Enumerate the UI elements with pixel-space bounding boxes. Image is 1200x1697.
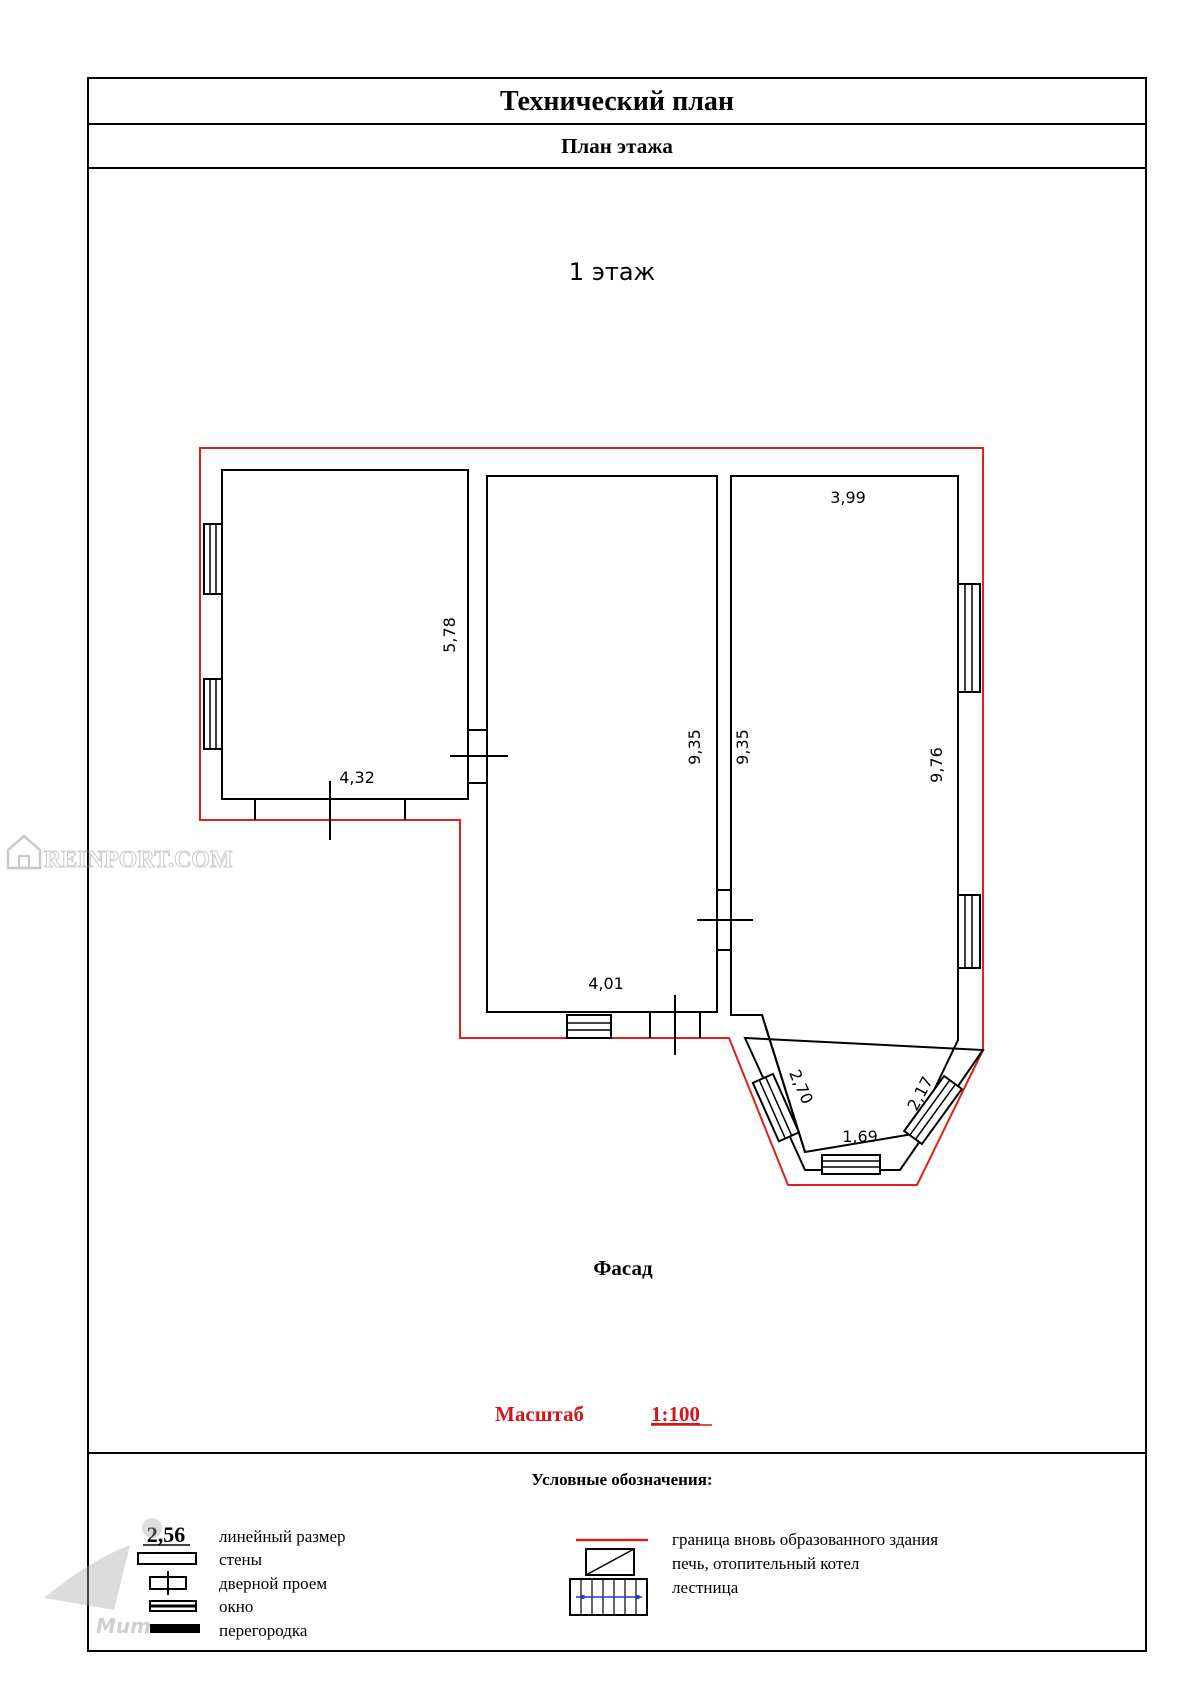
- legend-item-door: дверной проем: [219, 1574, 327, 1593]
- facade-label: Фасад: [593, 1256, 653, 1280]
- door-room-2-bottom: [649, 995, 701, 1055]
- window-left-1: [203, 523, 223, 595]
- dim-room-1-height: 5,78: [440, 617, 459, 653]
- legend-sample-number: 2,56: [147, 1522, 186, 1547]
- room-1: [221, 469, 469, 800]
- legend-window-symbol: [149, 1600, 197, 1612]
- legend-door-symbol: [149, 1571, 187, 1595]
- brand-watermark-text: Mum: [96, 1614, 151, 1638]
- legend-item-window: окно: [219, 1597, 253, 1616]
- reinport-watermark: REINPORT.COM: [6, 834, 233, 874]
- room-2: [486, 475, 718, 1013]
- window-bay-right: [902, 1074, 964, 1146]
- legend-item-stove: печь, отопительный котел: [672, 1554, 860, 1573]
- window-bay-bottom: [821, 1154, 881, 1175]
- legend-item-stairs: лестница: [672, 1578, 739, 1597]
- legend-partition-symbol: [150, 1624, 200, 1633]
- door-room-1-bottom: [254, 781, 406, 840]
- scale-value: 1:100: [651, 1402, 700, 1426]
- reinport-watermark-text: REINPORT.COM: [44, 847, 233, 873]
- building-boundary: [199, 447, 984, 1186]
- brand-watermark: Mum: [44, 1518, 162, 1638]
- house-icon: [6, 834, 42, 870]
- legend-item-dimension: линейный размер: [219, 1527, 346, 1546]
- dim-room-2-height: 9,35: [685, 729, 704, 765]
- floor-label: 1 этаж: [569, 258, 655, 286]
- dim-room-3-height-right: 9,76: [927, 747, 946, 783]
- legend-stairs-symbol: [569, 1578, 648, 1616]
- window-room-2-bottom: [566, 1014, 612, 1039]
- legend-stove-symbol: [585, 1548, 635, 1576]
- legend-item-walls: стены: [219, 1550, 263, 1569]
- door-room-1-room-2: [450, 729, 508, 784]
- door-room-2-room-3: [697, 889, 753, 951]
- window-right-1: [957, 583, 981, 693]
- legend-item-partition: перегородка: [219, 1621, 308, 1640]
- scale-prefix: Масштаб: [495, 1402, 584, 1426]
- legend-item-boundary: граница вновь образованного здания: [672, 1530, 938, 1549]
- dim-room-3-height-left: 9,35: [733, 729, 752, 765]
- legend-separator: [89, 1452, 1145, 1454]
- legend-wall-symbol: [137, 1552, 197, 1565]
- window-left-2: [203, 678, 223, 750]
- dim-room-1-width: 4,32: [339, 768, 375, 787]
- document-title: Технический план: [89, 79, 1145, 125]
- legend-title: Условные обозначения:: [531, 1470, 712, 1489]
- room-3: [730, 475, 959, 1154]
- document-subtitle: План этажа: [89, 125, 1145, 169]
- dim-bay-bottom: 1,69: [842, 1127, 878, 1146]
- drawing-sheet: Технический план План этажа: [87, 77, 1147, 1652]
- window-bay-left: [751, 1072, 801, 1143]
- dim-room-3-top: 3,99: [830, 488, 866, 507]
- window-right-2: [957, 894, 981, 969]
- dim-room-2-width: 4,01: [588, 974, 624, 993]
